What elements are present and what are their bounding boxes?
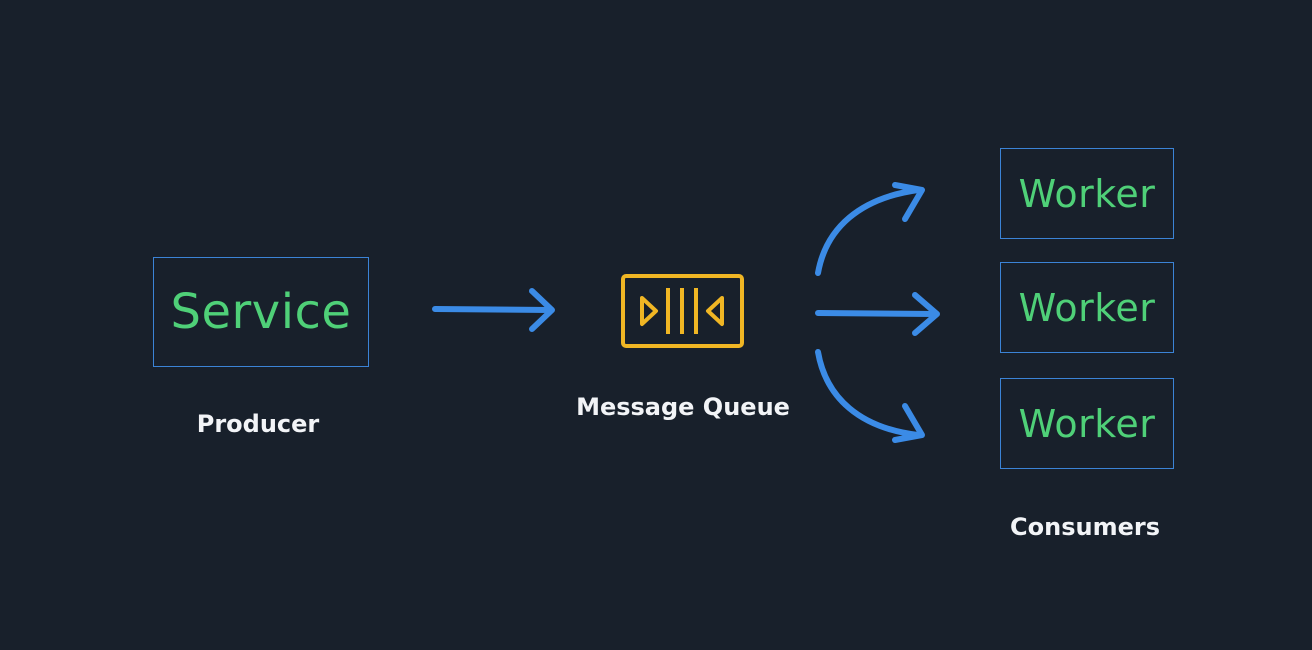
worker-label-2: Worker [1018, 285, 1156, 330]
worker-box-3: Worker [1000, 378, 1174, 469]
producer-service-box: Service [153, 257, 369, 367]
producer-caption: Producer [196, 410, 320, 438]
producer-service-label: Service [170, 284, 352, 340]
queue-to-worker-1-arrow-icon [815, 182, 925, 276]
queue-to-worker-3-arrow-icon [815, 349, 925, 443]
producer-to-queue-arrow-icon [432, 288, 555, 332]
message-queue-icon [621, 274, 744, 348]
worker-box-1: Worker [1000, 148, 1174, 239]
queue-caption: Message Queue [576, 393, 790, 421]
worker-label-3: Worker [1018, 401, 1156, 446]
worker-box-2: Worker [1000, 262, 1174, 353]
queue-to-worker-2-arrow-icon [815, 292, 940, 336]
consumers-caption: Consumers [1010, 513, 1160, 541]
worker-label-1: Worker [1018, 171, 1156, 216]
